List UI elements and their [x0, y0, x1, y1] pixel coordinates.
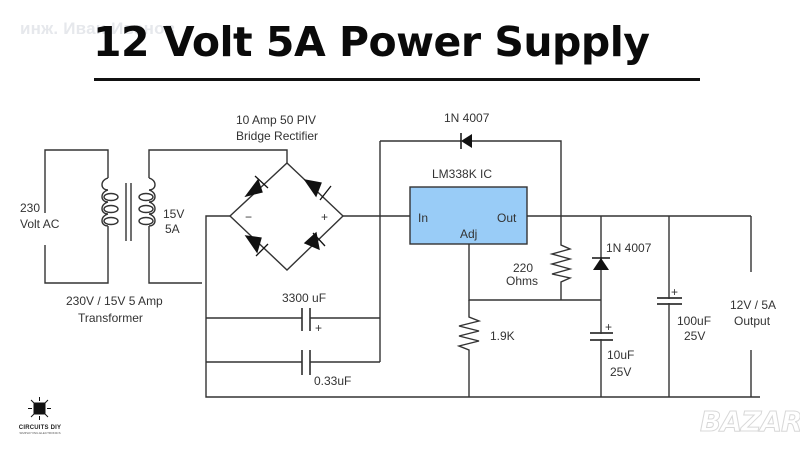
res-1-9k-label: 1.9K [490, 329, 515, 343]
ic-in-label: In [418, 211, 428, 225]
secondary-coil [138, 177, 156, 242]
bridge-diode-bottom-right-icon [303, 231, 326, 251]
secondary-label-1: 15V [163, 207, 184, 221]
output-label-1: 12V / 5A [730, 298, 776, 312]
cap-10-label-1: 10uF [607, 348, 634, 362]
ic-name-label: LM338K IC [432, 167, 492, 181]
primary-coil [101, 177, 119, 242]
transformer-label-1: 230V / 15V 5 Amp [66, 294, 163, 308]
bazar-watermark: BAZAR [700, 405, 800, 439]
cap-100-plus: + [671, 285, 678, 299]
page-title: 12 Volt 5A Power Supply [93, 18, 650, 66]
cap-100-label-1: 100uF [677, 314, 711, 328]
cap-3300-gap [303, 306, 309, 333]
cap-100-gap [664, 299, 674, 303]
secondary-label-2: 5A [165, 222, 180, 236]
ground-rail [205, 215, 760, 398]
ac-input-wires [44, 149, 109, 284]
cap-3300-label: 3300 uF [282, 291, 326, 305]
bridge-rectifier [228, 162, 345, 271]
cap-033-gap [303, 348, 309, 377]
resistor-1-9k [456, 300, 482, 397]
diode-top-icon [460, 133, 472, 149]
top-diode-right-wire [468, 140, 562, 216]
right-diode-label: 1N 4007 [606, 241, 652, 255]
bridge-diode-top-right-icon [303, 179, 332, 201]
logo-tagline: SIMPLIFYING ELECTRONICS [19, 431, 61, 435]
ac-input-label-1: 230 [20, 201, 40, 215]
bridge-plus-label: + [321, 210, 328, 224]
res-220-label-2: Ohms [506, 274, 538, 288]
cap-3300-plus: + [315, 321, 322, 335]
resistor-220 [549, 216, 573, 300]
title-underline [94, 78, 700, 81]
author-watermark: инж. Иван Иванов [20, 19, 176, 38]
output-label-2: Output [734, 314, 771, 328]
top-diode-label: 1N 4007 [444, 111, 490, 125]
cap-100-label-2: 25V [684, 329, 705, 343]
cap-10-plus: + [605, 320, 612, 334]
ic-adj-label: Adj [460, 227, 477, 241]
secondary-bottom-wire [148, 242, 202, 284]
circuits-diy-logo: CIRCUITS DIY SIMPLIFYING ELECTRONICS [10, 425, 70, 435]
transformer-label-2: Transformer [78, 311, 143, 325]
diode-right-icon [592, 257, 610, 270]
cap-033-label: 0.33uF [314, 374, 351, 388]
ic-out-label: Out [497, 211, 517, 225]
bridge-minus-label: − [245, 210, 252, 224]
lm338k-ic [409, 186, 528, 245]
circuits-diy-chip-icon [28, 397, 51, 420]
cap-10-gap [596, 334, 606, 339]
bridge-label-2: Bridge Rectifier [236, 129, 318, 143]
bridge-diode-bottom-left-icon [244, 235, 269, 257]
bridge-diodes [244, 175, 332, 257]
logo-name: CIRCUITS DIY [18, 425, 62, 431]
res-220-label-1: 220 [513, 261, 533, 275]
cap-10-label-2: 25V [610, 365, 631, 379]
adj-node-wire [468, 244, 601, 301]
bridge-diode-top-left-icon [244, 175, 269, 198]
bridge-label-1: 10 Amp 50 PIV [236, 113, 316, 127]
secondary-top-wire [148, 149, 288, 178]
ac-input-label-2: Volt AC [20, 217, 60, 231]
